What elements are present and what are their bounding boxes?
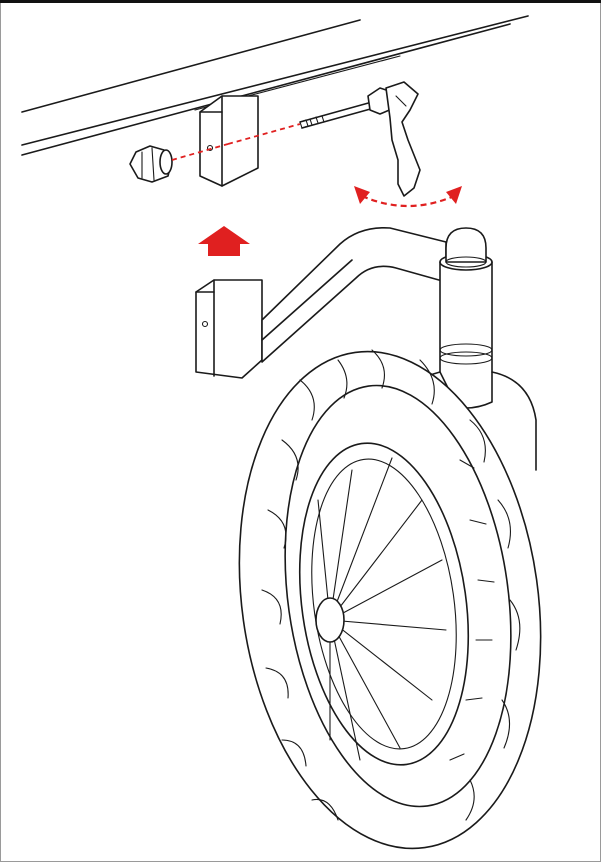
top-border <box>0 0 601 3</box>
front-wheel <box>238 349 542 850</box>
mounting-bracket <box>199 95 259 187</box>
alignment-dashes <box>171 123 301 161</box>
up-arrow-icon <box>198 226 250 256</box>
cap-nut <box>129 145 173 183</box>
rotate-arrow-icon <box>354 186 462 208</box>
trailer-frame-rail <box>21 15 529 156</box>
quick-release-skewer <box>299 81 421 197</box>
